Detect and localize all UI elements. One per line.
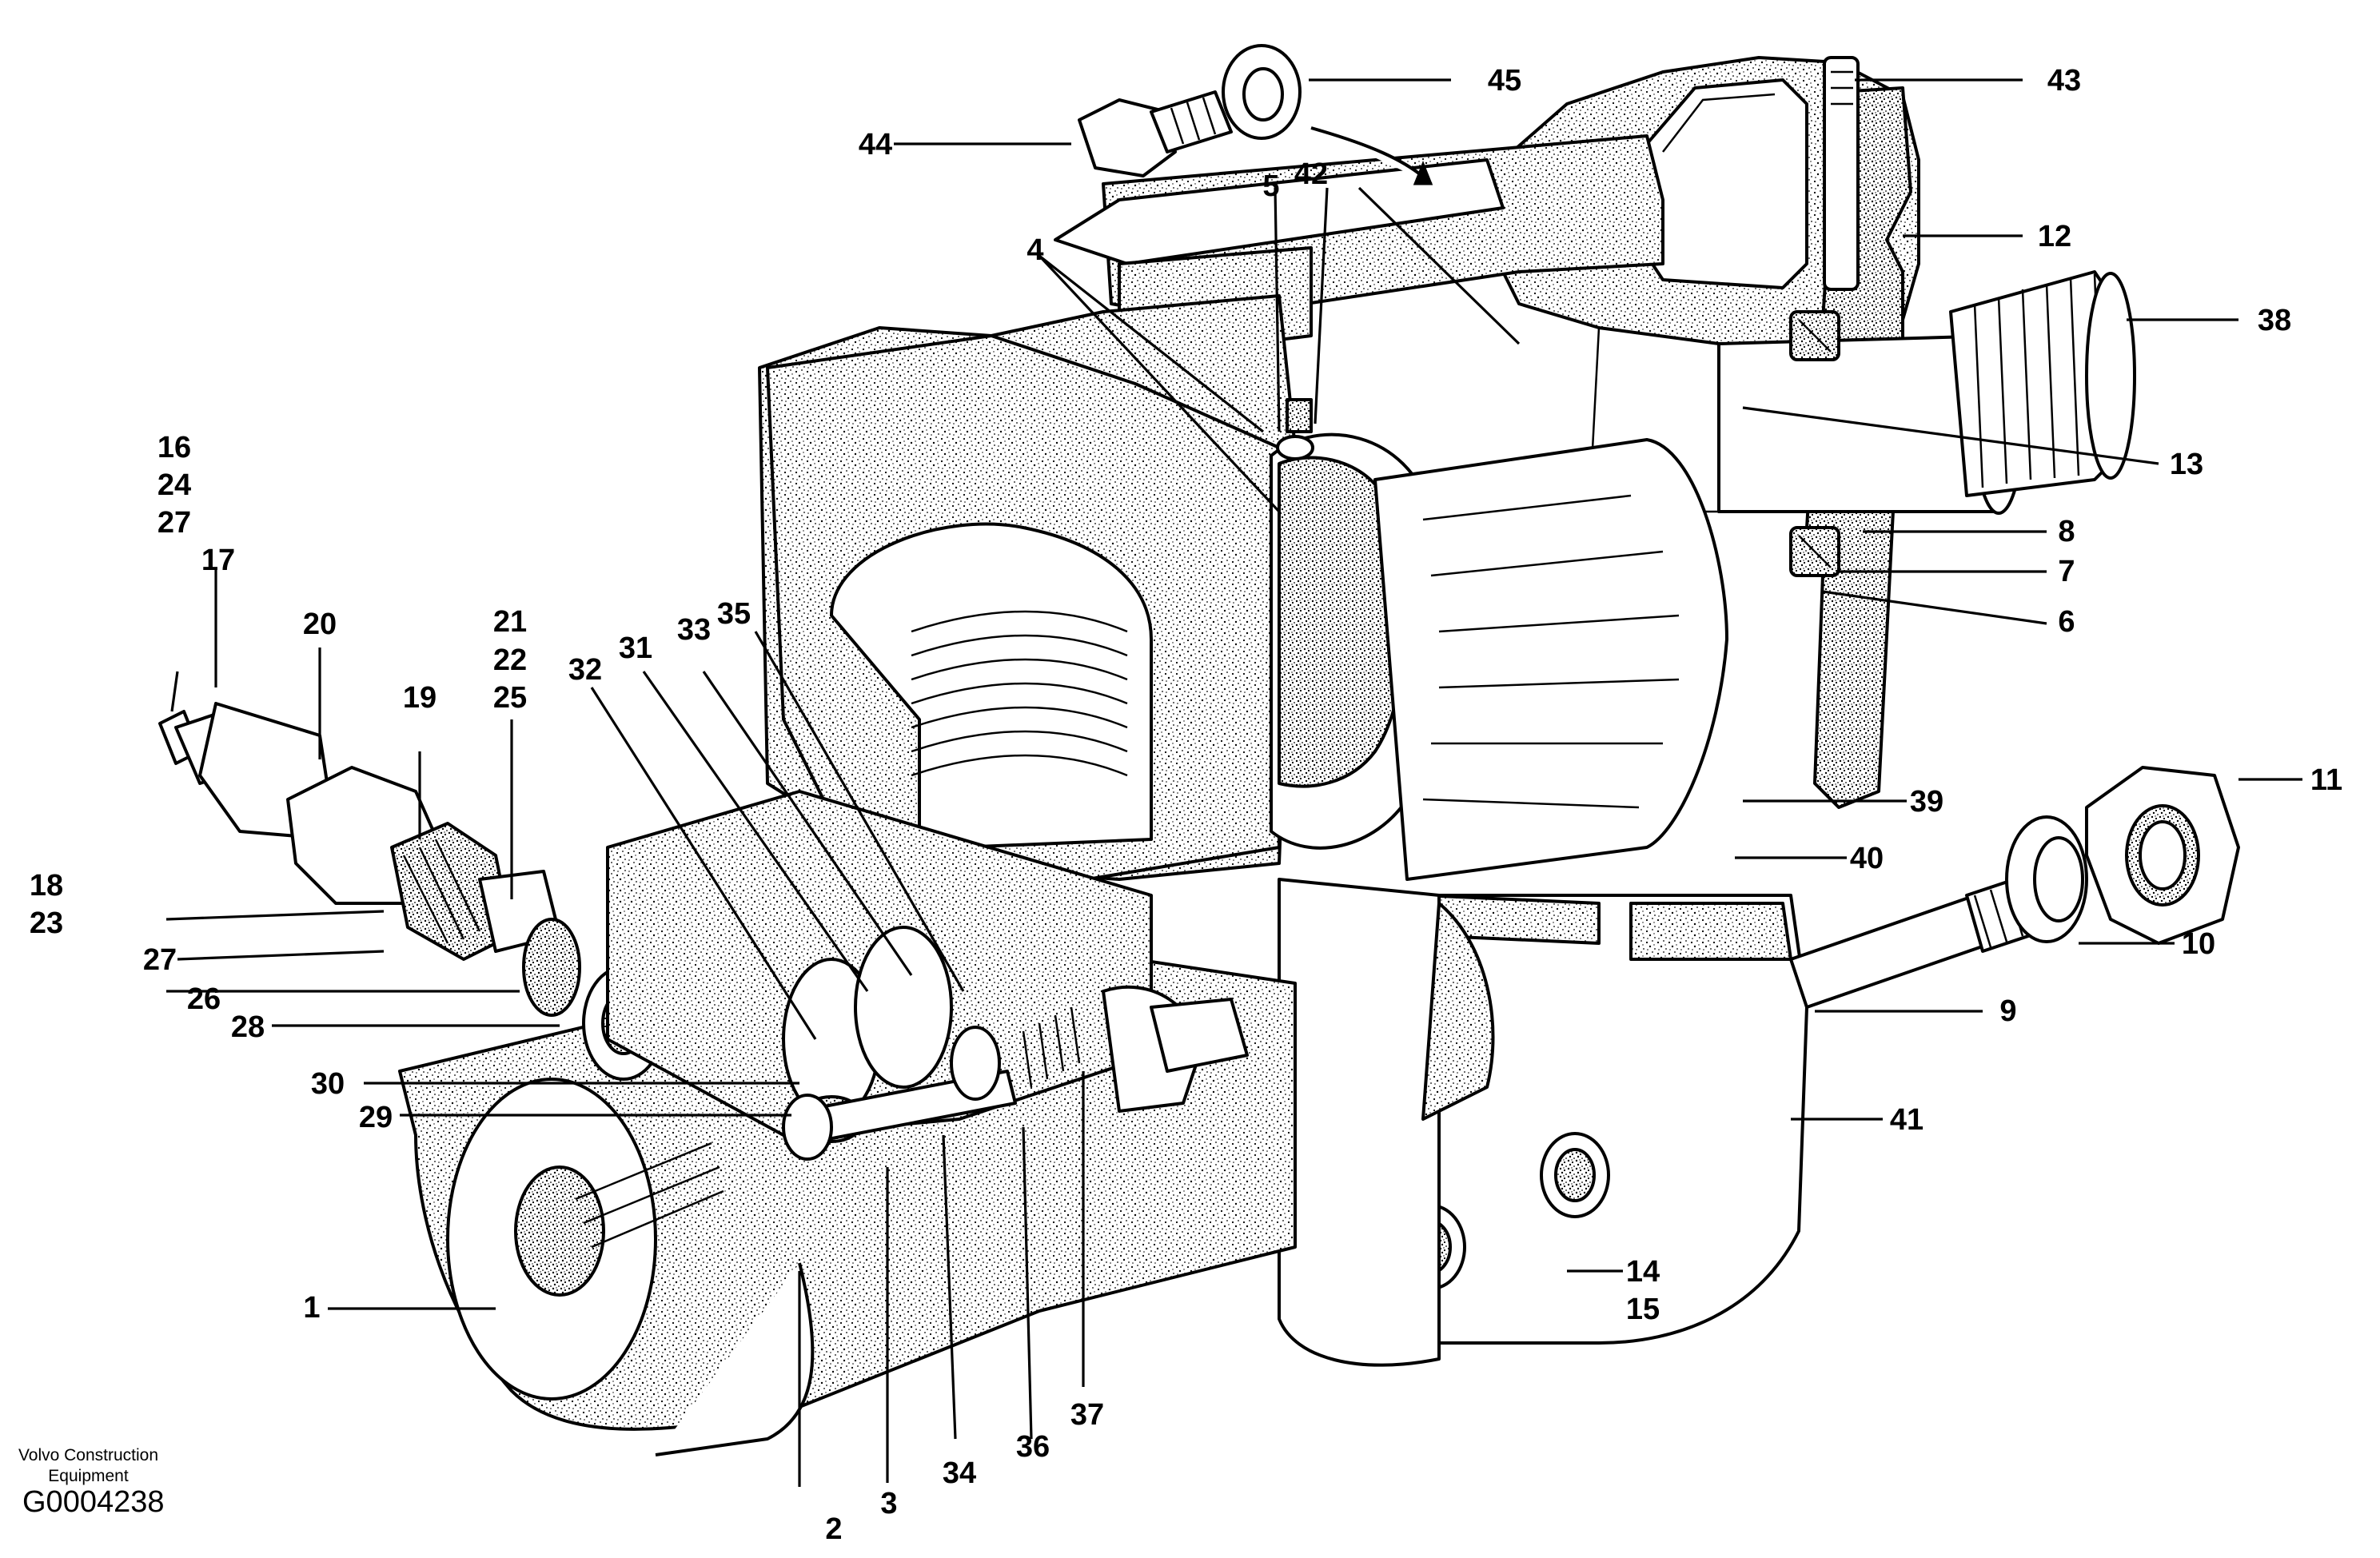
callout-4: 4 [1027, 233, 1043, 267]
callout-14: 14 [1626, 1255, 1660, 1289]
callout-1: 1 [303, 1291, 320, 1325]
callout-22: 22 [493, 644, 527, 677]
callout-30: 30 [311, 1067, 345, 1101]
callout-35: 35 [717, 597, 751, 631]
shaft-seals [1789, 310, 1840, 577]
callout-5: 5 [1262, 169, 1279, 203]
callout-12: 12 [2038, 220, 2071, 253]
callout-43: 43 [2047, 64, 2081, 98]
callout-19: 19 [403, 681, 437, 715]
callout-15: 15 [1626, 1293, 1660, 1326]
callout-31: 31 [619, 632, 652, 665]
callout-41: 41 [1890, 1103, 1924, 1137]
callout-45: 45 [1488, 64, 1521, 98]
callout-38: 38 [2258, 304, 2291, 337]
callout-36: 36 [1016, 1430, 1050, 1464]
flat-washer [1222, 44, 1302, 140]
callout-6: 6 [2058, 605, 2075, 639]
figure-id: G0004238 [22, 1485, 165, 1519]
callout-32: 32 [568, 653, 602, 687]
callout-3: 3 [880, 1487, 897, 1520]
callout-26: 26 [187, 982, 221, 1016]
callout-40: 40 [1850, 842, 1884, 875]
callout-8: 8 [2058, 515, 2075, 548]
callout-labels: 1 2 3 4 5 6 7 8 9 10 11 12 13 14 15 16 2… [30, 64, 2342, 1546]
callout-18: 18 [30, 869, 63, 903]
callout-20: 20 [303, 608, 337, 641]
callout-39: 39 [1910, 785, 1943, 819]
callout-28: 28 [231, 1010, 265, 1044]
hex-nut [2085, 766, 2240, 945]
callout-27b: 27 [143, 943, 177, 977]
callout-10: 10 [2182, 927, 2215, 961]
callout-21: 21 [493, 605, 527, 639]
callout-17: 17 [201, 544, 235, 577]
callout-34: 34 [943, 1456, 976, 1490]
spring-washer [2005, 815, 2088, 943]
callout-25: 25 [493, 681, 527, 715]
callout-27a: 27 [157, 506, 191, 540]
brand-caption: Volvo Construction Equipment [18, 1446, 159, 1485]
leader-lines [165, 78, 2302, 1487]
threaded-port [766, 334, 1281, 881]
callout-23: 23 [30, 907, 63, 940]
mounting-bolt [1078, 90, 1233, 177]
gear-and-bushing [1270, 398, 1728, 881]
callout-7: 7 [2058, 555, 2075, 588]
callout-44: 44 [859, 128, 892, 161]
pump-body-lower [1278, 878, 1808, 1367]
callout-42: 42 [1294, 157, 1328, 191]
callout-33: 33 [677, 613, 711, 647]
callout-11: 11 [2310, 763, 2342, 797]
callout-13: 13 [2170, 448, 2203, 481]
callout-37: 37 [1070, 1398, 1104, 1432]
callout-16: 16 [157, 431, 191, 464]
callout-2: 2 [825, 1512, 842, 1546]
callout-9: 9 [1999, 994, 2016, 1028]
pump-illustration [158, 44, 2240, 1456]
callout-29: 29 [359, 1101, 393, 1134]
callout-24: 24 [157, 468, 191, 502]
spool-assembly [606, 790, 1249, 1161]
